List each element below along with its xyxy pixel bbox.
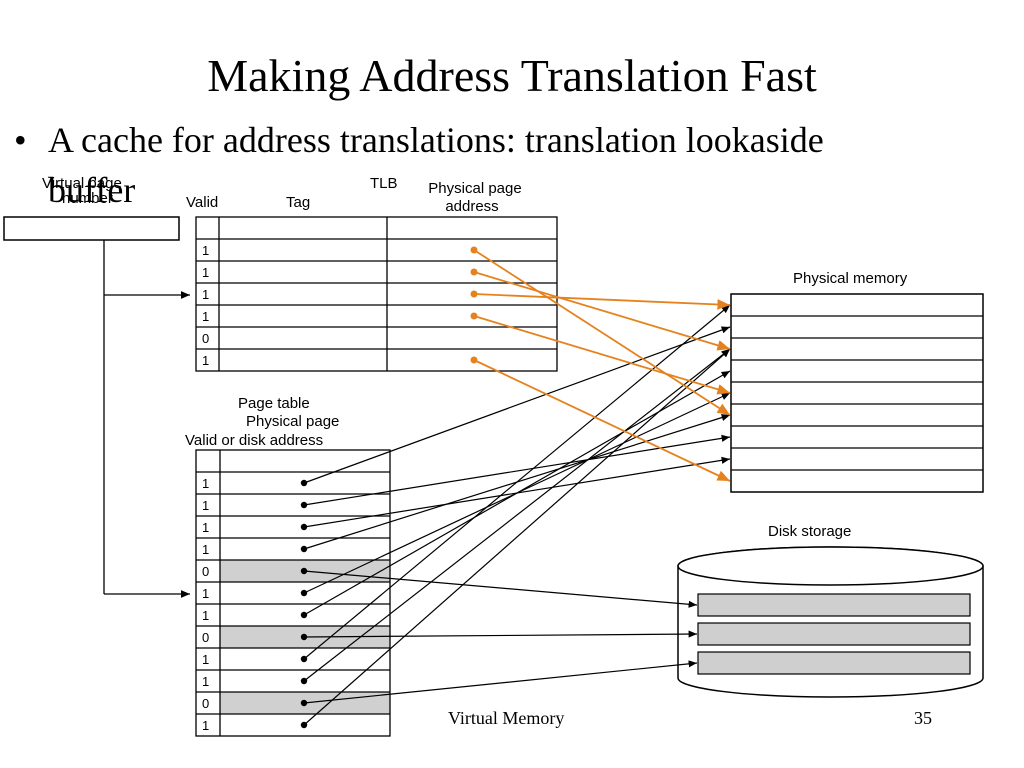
disk-slot: [697, 622, 971, 646]
tlb-arrows: [470, 246, 731, 482]
pt-valid-bit: 1: [202, 608, 209, 623]
pt-valid-bit: 0: [202, 564, 209, 579]
bullet-dot: •: [14, 120, 27, 160]
pt-valid-bit: 1: [202, 476, 209, 491]
pt-pointer-arrow: [303, 630, 698, 638]
pt-valid-bit: 1: [202, 718, 209, 733]
slide-title: Making Address Translation Fast: [207, 50, 817, 101]
pt-pointer-arrow: [303, 434, 731, 506]
pt-valid-bit: 0: [202, 696, 209, 711]
pt-pointer-arrow: [303, 348, 731, 682]
disk-label: Disk storage: [768, 523, 851, 540]
tlb-col-valid: Valid: [186, 194, 218, 211]
pt-label-1: Page table: [238, 395, 310, 412]
pt-valid-bit: 1: [202, 652, 209, 667]
tlb-col-ppa-2: address: [445, 198, 498, 215]
pt-valid-bit: 1: [202, 520, 209, 535]
pt-pointer-arrow: [303, 570, 698, 608]
disk-top: [677, 546, 984, 586]
page-table: 1 1 1 1 0 1 1 0 1 1 0 1: [195, 449, 391, 737]
page-number: 35: [914, 708, 932, 728]
tlb-pointer-arrow: [473, 359, 731, 482]
tlb-pointer-arrow: [473, 271, 731, 351]
disk-slot: [697, 593, 971, 617]
pm-frame: [730, 293, 984, 493]
tlb-valid-bit: 0: [202, 331, 209, 346]
physical-memory: [730, 293, 984, 493]
pt-label-2: Physical page: [246, 413, 339, 430]
tlb-valid-bit: 1: [202, 287, 209, 302]
page-table-arrows: [300, 304, 731, 729]
pt-label-3: Valid or disk address: [185, 432, 323, 449]
pt-valid-bit: 1: [202, 586, 209, 601]
pt-frame: [195, 449, 391, 737]
tlb-valid-bit: 1: [202, 309, 209, 324]
tlb-valid-bit: 1: [202, 243, 209, 258]
bullet-text: A cache for address translations: transl…: [48, 120, 824, 160]
pt-pointer-arrow: [303, 348, 731, 726]
tlb-pointer-arrow: [473, 293, 731, 310]
pt-valid-bit: 1: [202, 674, 209, 689]
pt-valid-bit: 1: [202, 498, 209, 513]
footer-title: Virtual Memory: [448, 708, 565, 728]
pt-valid-bit: 0: [202, 630, 209, 645]
disk-slot: [697, 651, 971, 675]
disk-storage: [677, 546, 984, 698]
vpn-label-2: number: [62, 190, 113, 207]
tlb-valid-bit: 1: [202, 353, 209, 368]
tlb-table: 1 1 1 1 0 1: [195, 216, 558, 372]
pm-label: Physical memory: [793, 270, 908, 287]
tlb-pointer-arrow: [473, 315, 731, 395]
vpn-label-1: Virtual page: [42, 175, 122, 192]
pt-pointer-arrow: [303, 370, 731, 616]
pt-pointer-arrow: [303, 660, 698, 704]
tlb-col-tag: Tag: [286, 194, 310, 211]
tlb-label-fragment: TLB: [370, 175, 398, 192]
pt-pointer-arrow: [303, 304, 731, 660]
vpn-box: [3, 216, 180, 241]
tlb-pointer-arrow: [473, 249, 731, 416]
pt-valid-bit: 1: [202, 542, 209, 557]
tlb-col-ppa-1: Physical page: [428, 180, 521, 197]
bullet-text-wrap: buffer: [48, 170, 136, 210]
bullet-line: • A cache for address translations: trans…: [14, 118, 1014, 162]
tlb-valid-bit: 1: [202, 265, 209, 280]
pt-pointer-arrow: [303, 326, 731, 484]
tlb-frame: [195, 216, 558, 372]
